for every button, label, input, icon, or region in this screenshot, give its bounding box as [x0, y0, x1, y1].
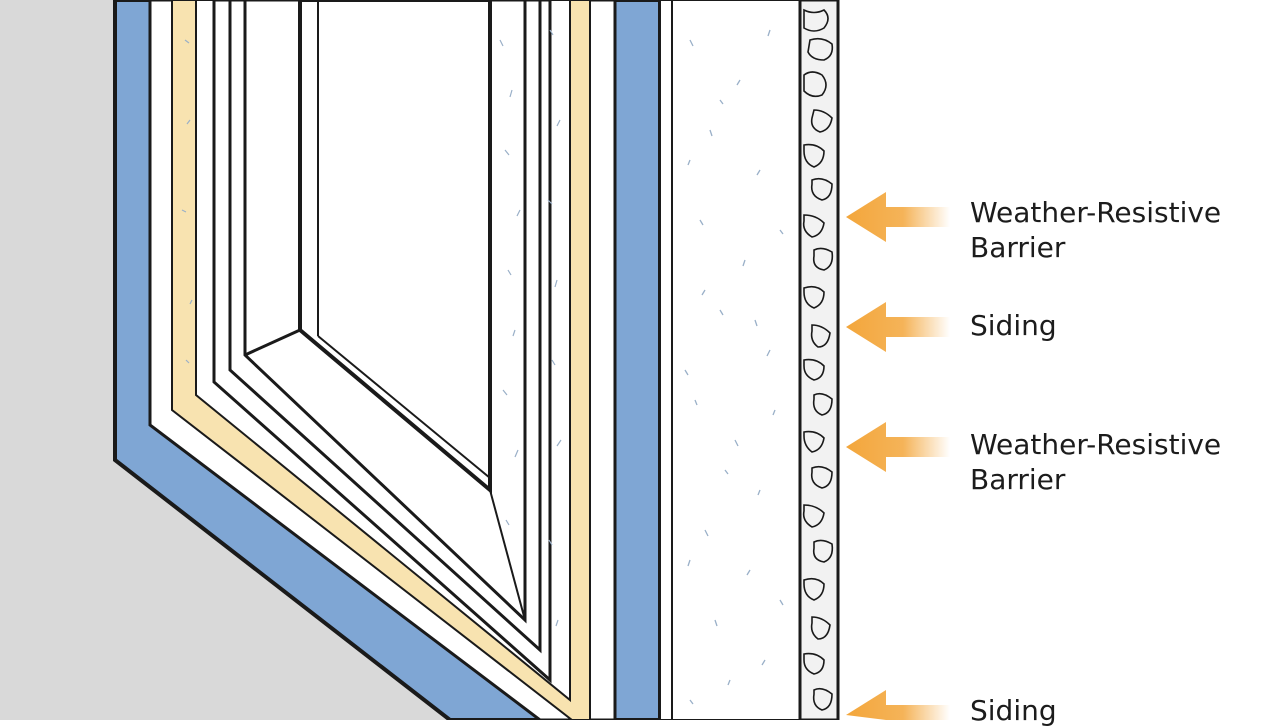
callout-label-weather-barrier-2: Weather-Resistive Barrier	[970, 428, 1222, 496]
wall-cavity-texture	[181, 29, 562, 627]
arrow-left-icon	[846, 302, 950, 352]
arrow-left-icon	[846, 690, 950, 720]
siding-stone-pattern	[802, 8, 834, 711]
callout-label-weather-barrier-1: Weather-Resistive Barrier	[970, 196, 1222, 264]
panel-speckle-texture	[684, 29, 784, 705]
exterior-panel	[659, 0, 801, 721]
arrow-left-icon	[846, 422, 950, 472]
wall-background	[0, 0, 450, 720]
callout-label-siding-2: Siding	[970, 694, 1057, 727]
arrow-left-icon	[846, 192, 950, 242]
callout-label-siding-1: Siding	[970, 309, 1057, 342]
